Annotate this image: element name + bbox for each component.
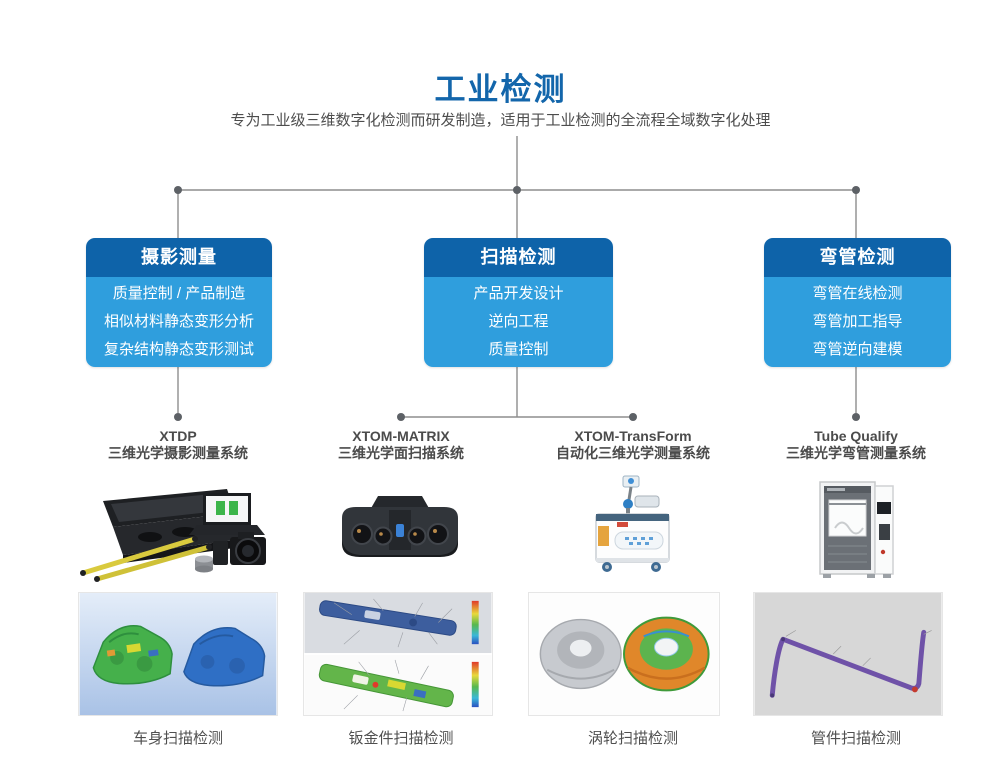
product-name-cn: 自动化三维光学测量系统 (556, 445, 710, 461)
category-title: 弯管检测 (764, 238, 951, 277)
category-item: 相似材料静态变形分析 (103, 313, 254, 330)
product-photo-tube-qualify (819, 481, 894, 578)
page-subtitle: 专为工业级三维数字化检测而研发制造，适用于工业检测的全流程全域数字化处理 (230, 112, 771, 129)
product-name-en: XTDP (159, 428, 197, 444)
category-item: 弯管逆向建模 (812, 341, 903, 358)
product-name-xtdp: XTDP 三维光学摄影测量系统 (58, 428, 298, 462)
category-items: 质量控制 / 产品制造 相似材料静态变形分析 复杂结构静态变形测试 (86, 277, 272, 367)
category-item: 弯管在线检测 (812, 285, 903, 302)
category-item: 产品开发设计 (473, 285, 564, 302)
product-photo-xtom-transform (595, 475, 670, 572)
category-item: 逆向工程 (488, 313, 549, 330)
category-title: 摄影测量 (86, 238, 272, 277)
example-image-sheet-metal-scan (303, 592, 493, 716)
example-caption-car-body: 车身扫描检测 (132, 730, 223, 747)
product-name-en: XTOM-TransForm (574, 428, 692, 444)
product-name-xtom-transform: XTOM-TransForm 自动化三维光学测量系统 (513, 428, 753, 462)
category-item: 复杂结构静态变形测试 (103, 341, 254, 358)
category-card-photogrammetry: 摄影测量 质量控制 / 产品制造 相似材料静态变形分析 复杂结构静态变形测试 (86, 238, 272, 367)
product-name-en: Tube Qualify (814, 428, 898, 444)
product-name-cn: 三维光学弯管测量系统 (786, 445, 926, 461)
category-title: 扫描检测 (424, 238, 613, 277)
product-name-tube-qualify: Tube Qualify 三维光学弯管测量系统 (736, 428, 976, 462)
category-card-tube-inspection: 弯管检测 弯管在线检测 弯管加工指导 弯管逆向建模 (764, 238, 951, 367)
category-item: 弯管加工指导 (812, 313, 903, 330)
product-name-cn: 三维光学摄影测量系统 (108, 445, 248, 461)
example-caption-sheet-metal: 钣金件扫描检测 (348, 730, 454, 747)
page-title: 工业检测 (434, 72, 567, 107)
category-items: 弯管在线检测 弯管加工指导 弯管逆向建模 (764, 277, 951, 367)
category-item: 质量控制 / 产品制造 (112, 285, 246, 302)
example-image-tube-scan (753, 592, 943, 716)
product-name-cn: 三维光学面扫描系统 (338, 445, 464, 461)
product-photo-xtom-matrix (342, 496, 458, 557)
category-card-scan-inspection: 扫描检测 产品开发设计 逆向工程 质量控制 (424, 238, 613, 367)
category-items: 产品开发设计 逆向工程 质量控制 (424, 277, 613, 367)
product-name-en: XTOM-MATRIX (352, 428, 450, 444)
example-caption-turbine: 涡轮扫描检测 (587, 730, 678, 747)
example-image-turbine-scan (528, 592, 720, 716)
example-caption-tube: 管件扫描检测 (810, 730, 901, 747)
product-name-xtom-matrix: XTOM-MATRIX 三维光学面扫描系统 (281, 428, 521, 462)
category-item: 质量控制 (488, 341, 549, 358)
example-image-car-body-scan (78, 592, 278, 716)
product-photo-xtdp (80, 489, 266, 582)
